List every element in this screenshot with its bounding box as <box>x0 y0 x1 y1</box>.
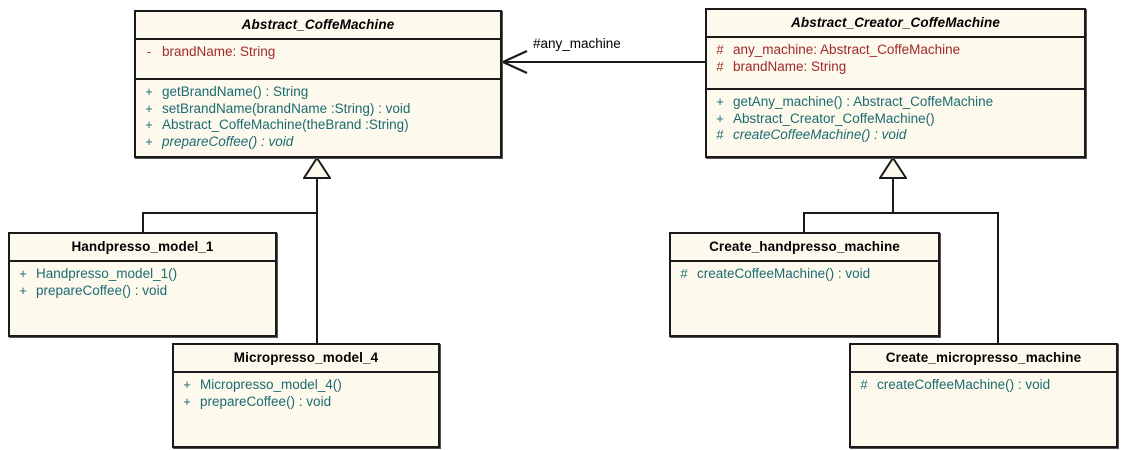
generalization-triangle-right <box>879 157 907 179</box>
method-label: Abstract_CoffeMachine(theBrand :String) <box>162 117 409 132</box>
generalization-stem-left <box>316 177 318 213</box>
visibility-marker: # <box>860 377 868 392</box>
visibility-marker: + <box>716 94 724 109</box>
attribute-label: brandName: String <box>162 44 276 59</box>
method-row: + getBrandName() : String <box>136 84 500 101</box>
method-label: prepareCoffee() : void <box>162 133 294 149</box>
class-name-abstract-coffe-machine: Abstract_CoffeMachine <box>241 17 395 32</box>
visibility-marker: - <box>146 44 152 59</box>
generalization-triangle-left <box>303 157 331 179</box>
visibility-marker: # <box>716 42 724 57</box>
visibility-marker: + <box>716 110 724 126</box>
compartment-divider <box>671 260 938 262</box>
method-row: + getAny_machine() : Abstract_CoffeMachi… <box>707 94 1084 111</box>
visibility-marker: + <box>145 133 153 149</box>
class-name-abstract-creator-coffe-machine: Abstract_Creator_CoffeMachine <box>791 15 1000 30</box>
visibility-marker: # <box>680 266 688 281</box>
method-row: + prepareCoffee() : void <box>10 283 275 300</box>
method-label: createCoffeeMachine() : void <box>877 377 1051 392</box>
method-label: createCoffeeMachine() : void <box>733 127 907 142</box>
method-label: getAny_machine() : Abstract_CoffeMachine <box>733 94 994 109</box>
method-label: createCoffeeMachine() : void <box>697 266 871 281</box>
method-label: setBrandName(brandName :String) : void <box>162 100 411 116</box>
method-row: # createCoffeeMachine() : void <box>851 377 1116 394</box>
visibility-marker: # <box>716 58 724 74</box>
association-line <box>503 61 707 63</box>
visibility-marker: + <box>183 393 191 409</box>
method-row: # createCoffeeMachine() : void <box>671 266 938 283</box>
class-box-create-micropresso-machine[interactable]: Create_micropresso_machine # createCoffe… <box>849 343 1118 448</box>
method-row: + Handpresso_model_1() <box>10 266 275 283</box>
method-label: prepareCoffee() : void <box>36 282 168 298</box>
compartment-divider <box>707 36 1084 38</box>
generalization-bus-left <box>142 212 318 214</box>
attribute-row: # any_machine: Abstract_CoffeMachine <box>707 42 1084 59</box>
methods-compartment: + Micropresso_model_4() + prepareCoffee(… <box>174 373 438 414</box>
attribute-row: # brandName: String <box>707 59 1084 76</box>
method-row: + prepareCoffee() : void <box>136 134 500 151</box>
method-label: Handpresso_model_1() <box>36 266 178 281</box>
generalization-bus-right <box>803 212 999 214</box>
method-row: + Micropresso_model_4() <box>174 377 438 394</box>
class-name-handpresso-model-1: Handpresso_model_1 <box>71 239 214 254</box>
method-label: Micropresso_model_4() <box>200 377 342 392</box>
method-row: # createCoffeeMachine() : void <box>707 127 1084 144</box>
association-open-arrowhead <box>500 50 528 74</box>
generalization-drop-create-handpresso <box>803 212 805 234</box>
class-box-abstract-coffe-machine[interactable]: Abstract_CoffeMachine - brandName: Strin… <box>134 10 502 158</box>
methods-compartment: # createCoffeeMachine() : void <box>671 262 938 287</box>
compartment-divider <box>136 78 500 80</box>
methods-compartment: + Handpresso_model_1() + prepareCoffee()… <box>10 262 275 303</box>
compartment-divider <box>174 371 438 373</box>
attribute-row: - brandName: String <box>136 44 500 61</box>
compartment-divider <box>707 88 1084 90</box>
attributes-compartment: - brandName: String <box>136 40 500 78</box>
method-row: + setBrandName(brandName :String) : void <box>136 101 500 118</box>
method-label: prepareCoffee() : void <box>200 393 332 409</box>
generalization-stem-right <box>892 177 894 213</box>
visibility-marker: + <box>183 377 191 392</box>
generalization-drop-handpresso <box>142 212 144 234</box>
compartment-divider <box>10 260 275 262</box>
methods-compartment: + getAny_machine() : Abstract_CoffeMachi… <box>707 90 1084 148</box>
visibility-marker: + <box>19 266 27 281</box>
visibility-marker: + <box>145 117 153 132</box>
generalization-drop-micropresso <box>316 212 318 345</box>
method-label: Abstract_Creator_CoffeMachine() <box>733 110 935 126</box>
generalization-drop-create-micropresso <box>997 212 999 345</box>
class-box-micropresso-model-4[interactable]: Micropresso_model_4 + Micropresso_model_… <box>172 343 440 448</box>
class-name-create-handpresso-machine: Create_handpresso_machine <box>709 239 900 254</box>
class-name-micropresso-model-4: Micropresso_model_4 <box>233 350 379 365</box>
methods-compartment: # createCoffeeMachine() : void <box>851 373 1116 398</box>
visibility-marker: + <box>19 282 27 298</box>
class-box-create-handpresso-machine[interactable]: Create_handpresso_machine # createCoffee… <box>669 232 940 337</box>
compartment-divider <box>136 38 500 40</box>
visibility-marker: + <box>145 100 153 116</box>
methods-compartment: + getBrandName() : String + setBrandName… <box>136 80 500 154</box>
class-box-handpresso-model-1[interactable]: Handpresso_model_1 + Handpresso_model_1(… <box>8 232 277 337</box>
compartment-divider <box>851 371 1116 373</box>
visibility-marker: # <box>716 127 724 142</box>
attribute-label: brandName: String <box>733 58 847 74</box>
attribute-label: any_machine: Abstract_CoffeMachine <box>733 42 961 57</box>
attributes-compartment: # any_machine: Abstract_CoffeMachine # b… <box>707 38 1084 88</box>
class-box-abstract-creator-coffe-machine[interactable]: Abstract_Creator_CoffeMachine # any_mach… <box>705 8 1086 158</box>
method-row: + prepareCoffee() : void <box>174 394 438 411</box>
class-name-create-micropresso-machine: Create_micropresso_machine <box>885 350 1082 365</box>
method-row: + Abstract_CoffeMachine(theBrand :String… <box>136 117 500 134</box>
method-row: + Abstract_Creator_CoffeMachine() <box>707 111 1084 128</box>
association-label: #any_machine <box>531 36 623 51</box>
method-label: getBrandName() : String <box>162 84 309 99</box>
visibility-marker: + <box>145 84 153 99</box>
